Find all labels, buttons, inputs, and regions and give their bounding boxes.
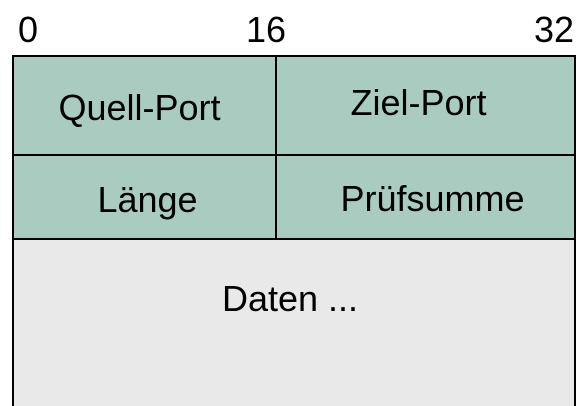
source-port-label: Quell-Port [58, 86, 221, 128]
checksum-label: Prüfsumme [340, 178, 525, 219]
destination-port-label: Ziel-Port [350, 81, 487, 123]
length-label: Länge [97, 179, 198, 220]
checksum-field: Prüfsumme [275, 155, 576, 240]
udp-header-diagram: Quell-Port Ziel-Port Länge Prüfsumme Dat… [12, 55, 576, 406]
bit-label-32: 32 [534, 9, 575, 50]
length-field: Länge [12, 155, 275, 240]
destination-port-field: Ziel-Port [275, 55, 576, 155]
source-port-field: Quell-Port [12, 55, 275, 155]
data-label: Daten ... [221, 278, 359, 319]
bit-label-16: 16 [246, 9, 287, 50]
bit-label-0: 0 [18, 9, 39, 50]
data-field: Daten ... [12, 240, 576, 406]
